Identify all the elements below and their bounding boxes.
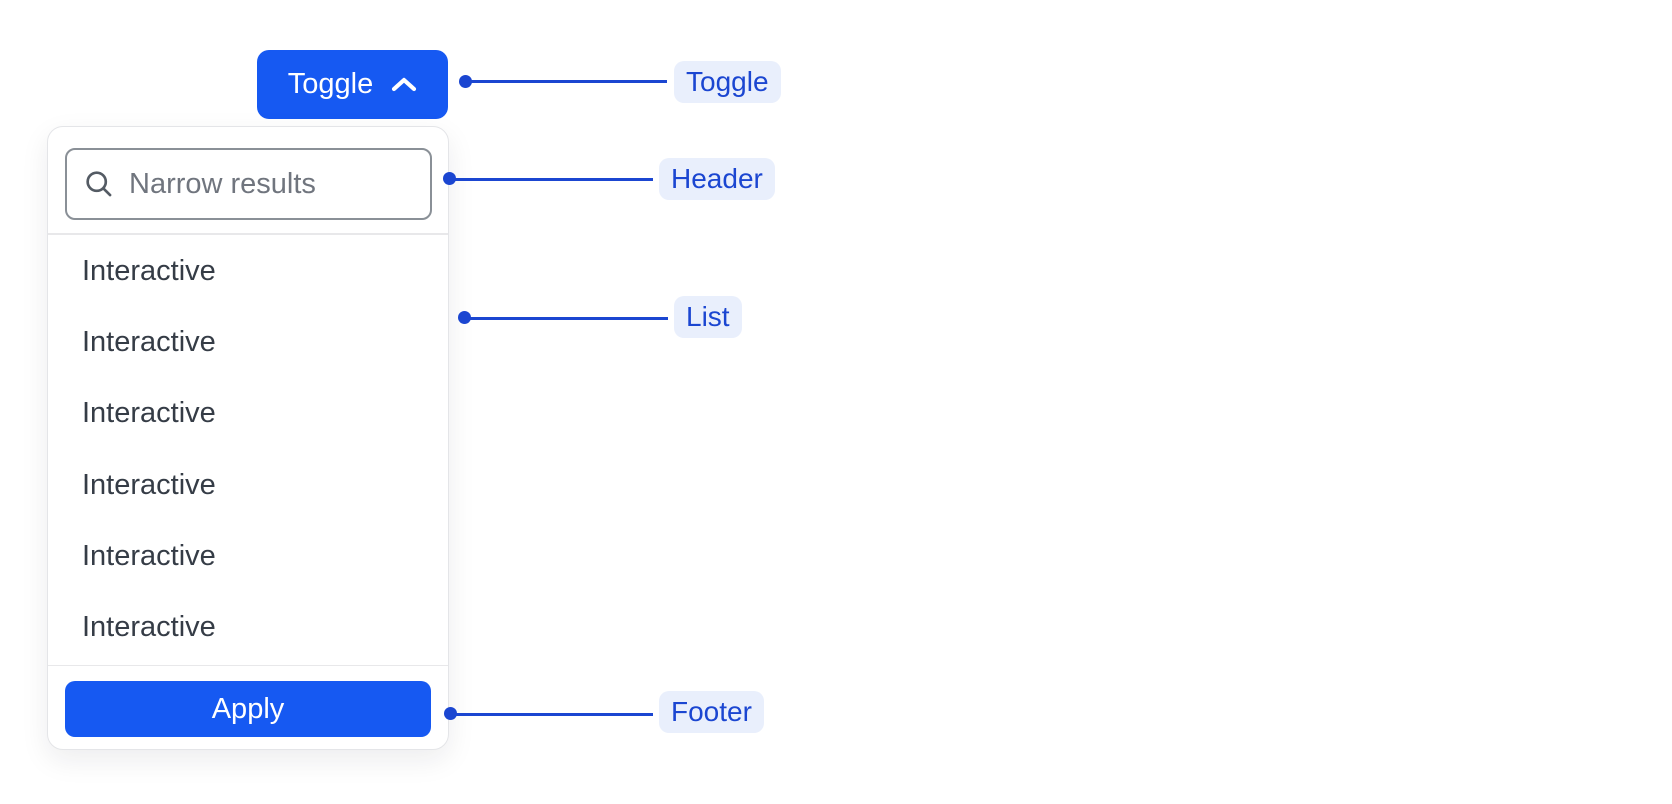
- annotation-dot-footer: [444, 707, 457, 720]
- list-item[interactable]: Interactive: [82, 539, 216, 572]
- annotation-dot-header: [443, 172, 456, 185]
- list-item[interactable]: Interactive: [82, 254, 216, 287]
- footer-divider: [48, 664, 448, 666]
- annotation-dot-list: [458, 311, 471, 324]
- search-input[interactable]: [129, 167, 414, 201]
- annotation-connector-header: [450, 178, 653, 181]
- dropdown-list: Interactive Interactive Interactive Inte…: [48, 235, 448, 665]
- list-item[interactable]: Interactive: [82, 468, 216, 501]
- dropdown-header: [48, 127, 448, 233]
- header-divider: [48, 233, 448, 235]
- annotation-connector-footer: [451, 713, 653, 716]
- chevron-up-icon: [391, 77, 417, 92]
- annotation-label-toggle: Toggle: [674, 61, 781, 103]
- annotation-label-footer: Footer: [659, 691, 764, 733]
- annotation-label-list: List: [674, 296, 742, 338]
- apply-button[interactable]: Apply: [65, 681, 431, 737]
- list-item[interactable]: Interactive: [82, 611, 216, 644]
- annotation-connector-toggle: [466, 80, 667, 83]
- annotation-dot-toggle: [459, 75, 472, 88]
- annotation-connector-list: [465, 317, 668, 320]
- annotation-label-header: Header: [659, 158, 775, 200]
- dropdown-panel: Interactive Interactive Interactive Inte…: [47, 126, 449, 750]
- search-box[interactable]: [65, 148, 432, 220]
- toggle-button[interactable]: Toggle: [257, 50, 448, 119]
- search-icon: [83, 168, 115, 200]
- list-item[interactable]: Interactive: [82, 397, 216, 430]
- list-item[interactable]: Interactive: [82, 325, 216, 358]
- dropdown-footer: Apply: [48, 666, 448, 749]
- toggle-button-label: Toggle: [287, 68, 374, 100]
